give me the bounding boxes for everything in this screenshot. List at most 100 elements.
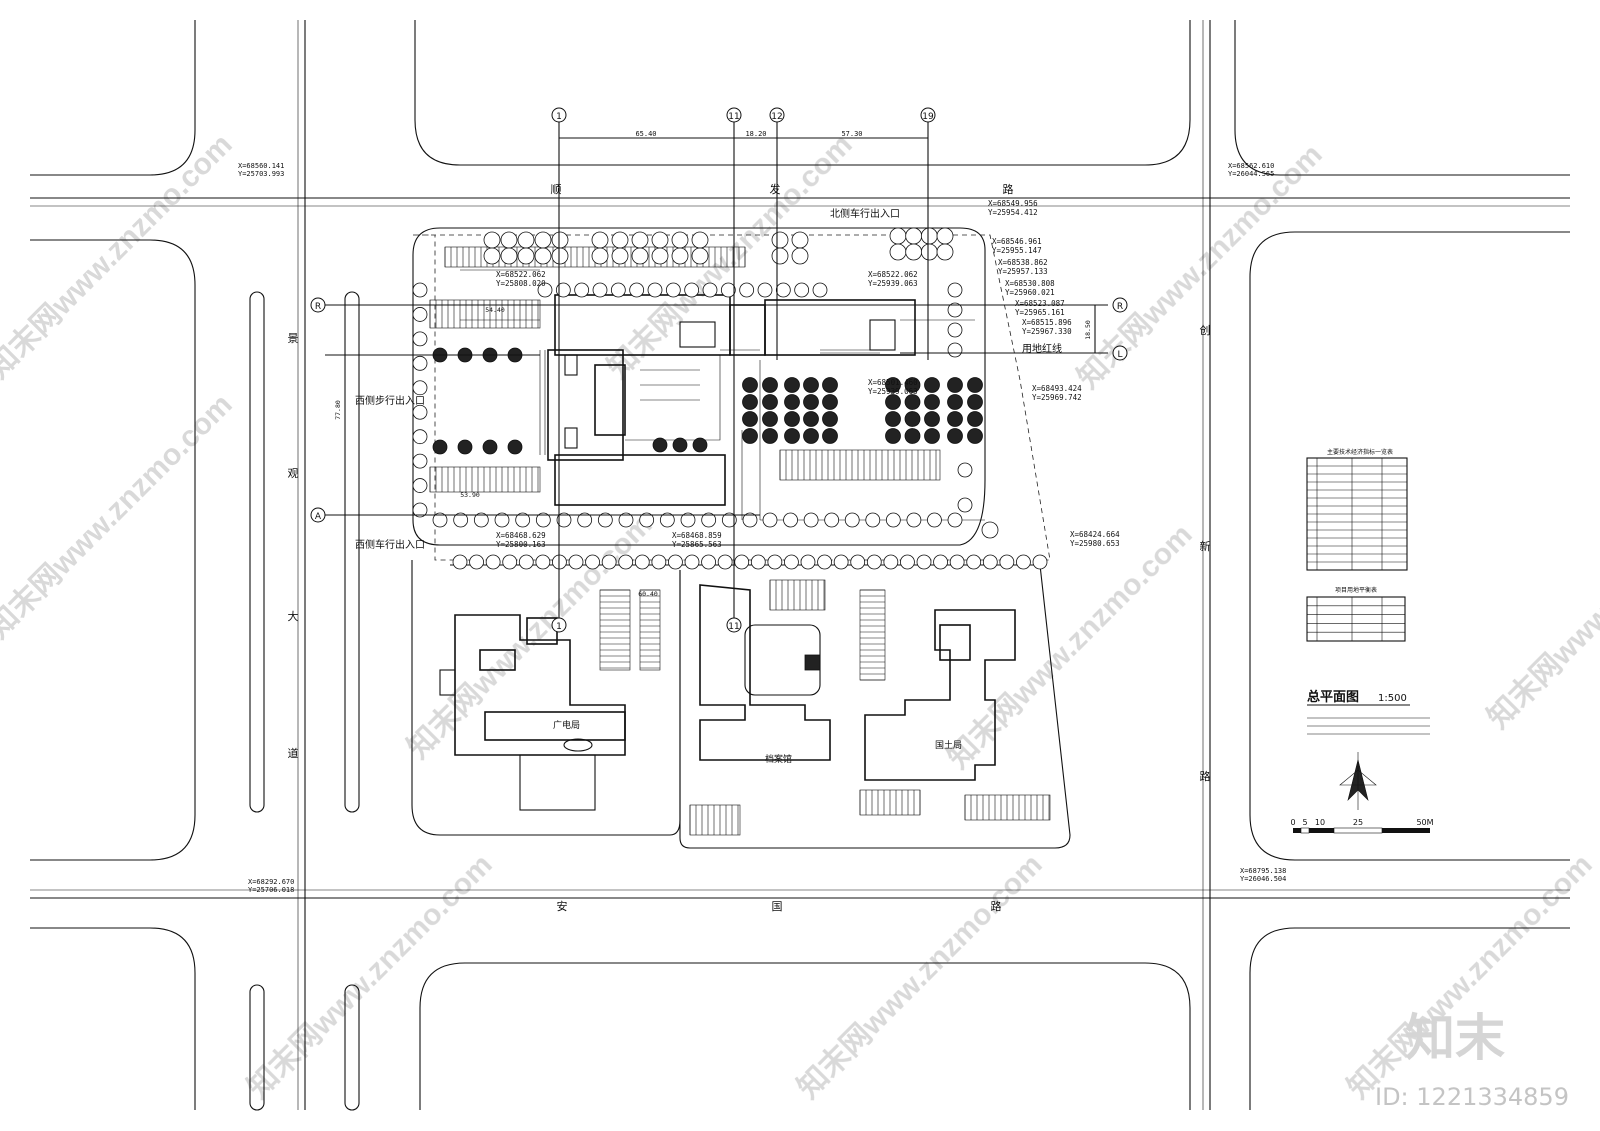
tree	[412, 380, 428, 396]
tree	[692, 437, 708, 453]
tree	[452, 554, 468, 570]
road-name-west: 观	[288, 467, 299, 480]
tree	[631, 231, 649, 249]
svg-text:Y=25954.412: Y=25954.412	[988, 208, 1038, 217]
axis-grid	[325, 120, 1108, 620]
tree	[618, 512, 634, 528]
tree	[680, 512, 696, 528]
svg-text:X=68795.138: X=68795.138	[1240, 867, 1286, 875]
svg-text:10: 10	[1315, 818, 1325, 827]
tree	[717, 554, 733, 570]
tree	[824, 512, 840, 528]
trees-layer	[412, 227, 1048, 570]
tree	[639, 512, 655, 528]
tree	[904, 394, 921, 410]
svg-text:Y=26044.565: Y=26044.565	[1228, 170, 1274, 178]
tree	[803, 512, 819, 528]
tree	[611, 231, 629, 249]
svg-text:25: 25	[1353, 818, 1363, 827]
tree	[920, 227, 938, 245]
north-arrow-icon	[1339, 752, 1377, 810]
tree	[947, 322, 963, 338]
tree	[771, 231, 789, 249]
tree	[947, 282, 963, 298]
svg-text:X=68549.956: X=68549.956	[988, 199, 1038, 208]
svg-text:Y=25939.063: Y=25939.063	[868, 279, 918, 288]
tree	[701, 554, 716, 570]
tree	[739, 282, 755, 298]
dimension-text: 60.40	[638, 590, 658, 598]
tree	[412, 282, 428, 298]
tree	[920, 243, 938, 261]
tree	[412, 429, 428, 445]
tree	[592, 282, 608, 298]
svg-text:Y=25939.063: Y=25939.063	[868, 387, 918, 396]
tree	[957, 497, 973, 513]
north-entrance-label: 北侧车行出入口	[830, 207, 900, 220]
tree	[734, 554, 750, 570]
tree	[812, 282, 828, 298]
tree	[651, 231, 669, 249]
tree	[672, 437, 688, 453]
tree	[500, 247, 518, 265]
tree	[412, 502, 428, 518]
svg-text:X=68560.141: X=68560.141	[238, 162, 284, 170]
tree	[967, 428, 983, 444]
tree	[762, 394, 778, 410]
tree	[1016, 554, 1031, 570]
road-name-south: 安	[557, 899, 568, 913]
drawing-title: 总平面图 1:500	[1307, 689, 1430, 735]
tree	[618, 554, 634, 570]
tree	[924, 394, 940, 410]
tree	[757, 282, 773, 298]
tree	[591, 247, 609, 265]
west-ped-entrance-label: 西侧步行出入口	[355, 394, 425, 407]
tech-index-table: 主要技术经济指标一览表	[1306, 448, 1408, 571]
tree	[771, 247, 789, 265]
tree	[967, 394, 983, 410]
svg-text:X=68530.808: X=68530.808	[1005, 279, 1055, 288]
tree	[927, 512, 942, 528]
tree	[517, 231, 535, 249]
road-name-south: 路	[991, 900, 1002, 913]
dimension-text: 18.20	[745, 130, 766, 138]
tree	[791, 231, 809, 249]
tree	[742, 394, 758, 410]
tree	[924, 377, 940, 393]
svg-text:5: 5	[1302, 818, 1307, 827]
tree	[957, 462, 973, 478]
svg-text:X=68522.062: X=68522.062	[496, 270, 546, 279]
tree	[784, 428, 800, 444]
dimension-text: 57.30	[841, 130, 862, 138]
dimensions: 65.40 18.20 57.30 54.40 53.90 77.80 18.5…	[334, 130, 1092, 598]
svg-text:X=68522.062: X=68522.062	[868, 270, 918, 279]
tree	[885, 512, 901, 528]
building-label: 档案馆	[765, 753, 792, 765]
scale-bar: 0 5 10 25 50M	[1290, 818, 1434, 834]
tree	[833, 554, 849, 570]
tree	[518, 554, 534, 570]
road-name-west: 景	[288, 332, 299, 345]
tree	[502, 554, 518, 570]
tree	[597, 512, 613, 528]
tree	[591, 231, 609, 249]
building-label: 广电局	[553, 719, 580, 731]
red-line-boundary	[413, 234, 1051, 561]
tree	[999, 554, 1015, 570]
axis-label: A	[315, 512, 322, 522]
tree	[900, 554, 915, 570]
svg-text:X=68424.664: X=68424.664	[1070, 530, 1120, 539]
tree	[684, 282, 700, 298]
svg-text:Y=25965.161: Y=25965.161	[1015, 308, 1065, 317]
tree	[721, 512, 737, 528]
dimension-text: 77.80	[334, 400, 342, 420]
tree	[936, 227, 954, 245]
tree	[762, 512, 778, 528]
coordinates: X=68560.141 Y=25703.993 X=68562.610 Y=26…	[238, 162, 1286, 894]
watermark: 知末网www.znzmo.com	[1342, 848, 1599, 1105]
tree	[947, 411, 963, 427]
tree	[762, 377, 778, 393]
brand-logo: 知末	[1405, 1010, 1505, 1066]
tree	[412, 404, 428, 420]
tree	[702, 282, 718, 298]
